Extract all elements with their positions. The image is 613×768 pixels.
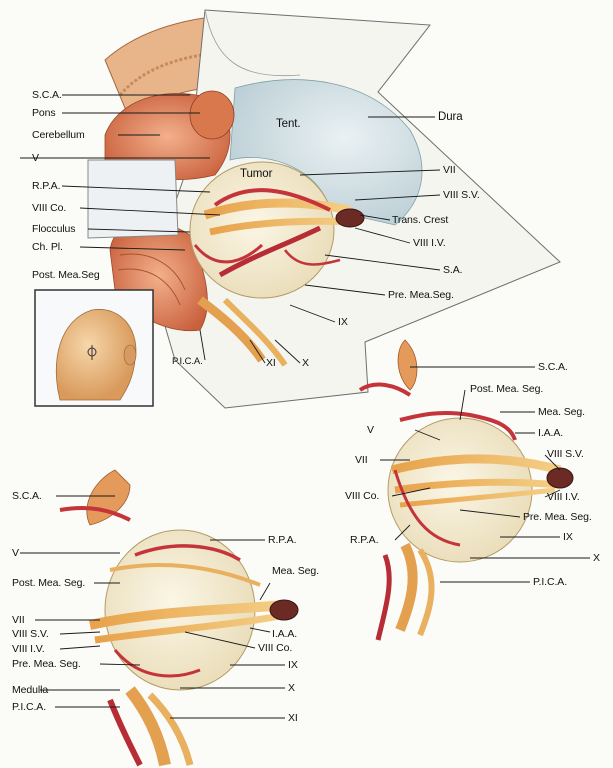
label-sa: S.A. bbox=[443, 264, 463, 276]
label-trans-crest: Trans. Crest bbox=[392, 214, 449, 226]
label-b-xi: XI bbox=[288, 712, 298, 724]
label-b-viii-iv: VIII I.V. bbox=[12, 643, 45, 655]
leader-lines bbox=[20, 94, 590, 719]
label-r-v: V bbox=[367, 424, 374, 436]
label-b-viii-sv: VIII S.V. bbox=[12, 628, 49, 640]
label-b-rpa: R.P.A. bbox=[268, 534, 297, 546]
label-v: V bbox=[32, 152, 39, 164]
label-b-viii-co: VIII Co. bbox=[258, 642, 293, 654]
label-tent: Tent. bbox=[276, 118, 301, 130]
label-r-viii-sv: VIII S.V. bbox=[547, 448, 584, 460]
right-detail-view bbox=[358, 339, 574, 641]
label-b-x: X bbox=[288, 682, 295, 694]
label-b-ix: IX bbox=[288, 659, 298, 671]
label-r-mea-seg: Mea. Seg. bbox=[538, 406, 585, 418]
label-post-mea-seg: Post. Mea.Seg bbox=[32, 269, 100, 281]
label-flocculus: Flocculus bbox=[32, 223, 76, 235]
label-cerebellum: Cerebellum bbox=[32, 129, 85, 141]
label-sca: S.C.A. bbox=[32, 89, 62, 101]
label-b-vii: VII bbox=[12, 614, 25, 626]
label-pre-mea-seg: Pre. Mea.Seg. bbox=[388, 289, 454, 301]
label-x: X bbox=[302, 357, 309, 369]
bottom-detail-view bbox=[59, 469, 299, 767]
label-pons: Pons bbox=[32, 107, 56, 119]
label-ch-pl: Ch. Pl. bbox=[32, 241, 63, 253]
label-r-iaa: I.A.A. bbox=[538, 427, 564, 439]
label-b-mea-seg: Mea. Seg. bbox=[272, 565, 319, 577]
label-r-post-mea-seg: Post. Mea. Seg. bbox=[470, 383, 544, 395]
label-r-pica: P.I.C.A. bbox=[533, 576, 568, 588]
label-b-post-mea-seg: Post. Mea. Seg. bbox=[12, 577, 86, 589]
label-b-pre-mea-seg: Pre. Mea. Seg. bbox=[12, 658, 81, 670]
label-b-sca: S.C.A. bbox=[12, 490, 42, 502]
label-r-x: X bbox=[593, 552, 600, 564]
label-tumor: Tumor bbox=[240, 168, 273, 180]
label-viii-co: VIII Co. bbox=[32, 202, 67, 214]
label-r-viii-iv: VIII I.V. bbox=[547, 491, 580, 503]
label-viii-sv: VIII S.V. bbox=[443, 189, 480, 201]
label-r-pre-mea-seg: Pre. Mea. Seg. bbox=[523, 511, 592, 523]
label-b-pica: P.I.C.A. bbox=[12, 701, 47, 713]
label-b-iaa: I.A.A. bbox=[272, 628, 298, 640]
top-operative-view bbox=[34, 9, 561, 409]
label-pica: P.I.C.A. bbox=[172, 356, 203, 367]
label-b-v: V bbox=[12, 547, 19, 559]
label-dura: Dura bbox=[438, 111, 463, 123]
label-r-ix: IX bbox=[563, 531, 573, 543]
label-r-sca: S.C.A. bbox=[538, 361, 568, 373]
label-ix: IX bbox=[338, 316, 348, 328]
label-vii: VII bbox=[443, 164, 456, 176]
label-viii-iv: VIII I.V. bbox=[413, 237, 446, 249]
label-xi: XI bbox=[266, 357, 276, 369]
label-b-medulla: Medulla bbox=[12, 684, 49, 696]
label-r-vii: VII bbox=[355, 454, 368, 466]
label-rpa: R.P.A. bbox=[32, 180, 61, 192]
label-r-viii-co: VIII Co. bbox=[345, 490, 380, 502]
label-r-rpa: R.P.A. bbox=[350, 534, 379, 546]
